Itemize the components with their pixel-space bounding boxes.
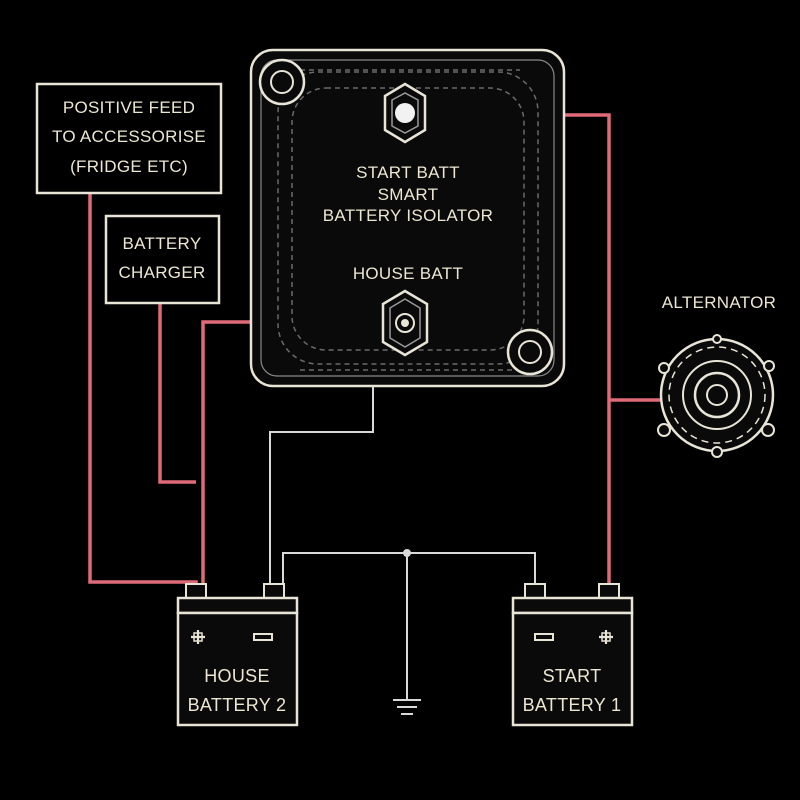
battery-charger-line-1: BATTERY bbox=[123, 234, 202, 253]
ground-bus-wire bbox=[282, 552, 536, 592]
smart-battery-isolator: START BATT SMART BATTERY ISOLATOR HOUSE … bbox=[249, 48, 566, 388]
isolator-ground-wire bbox=[269, 385, 374, 592]
house-batt-terminal-icon bbox=[381, 289, 429, 357]
battery-charger-box: BATTERY CHARGER bbox=[104, 214, 221, 305]
isolator-start-batt-label: START BATT bbox=[356, 163, 460, 182]
start-battery-minus-icon bbox=[534, 633, 554, 641]
ground-symbol-icon bbox=[393, 699, 421, 715]
house-battery-line-2: BATTERY 2 bbox=[188, 695, 287, 715]
start-battery-line-1: START bbox=[543, 666, 602, 686]
positive-feed-box: POSITIVE FEED TO ACCESSORISE (FRIDGE ETC… bbox=[35, 82, 223, 195]
alternator-icon bbox=[657, 334, 775, 458]
positive-feed-line-1: POSITIVE FEED bbox=[63, 98, 195, 117]
start-batt-terminal-icon bbox=[383, 82, 427, 144]
isolator-name-line-2: BATTERY ISOLATOR bbox=[323, 206, 493, 225]
house-battery-line-1: HOUSE bbox=[204, 666, 270, 686]
charger-wire bbox=[158, 303, 196, 484]
start-battery-icon: START BATTERY 1 bbox=[511, 583, 634, 727]
battery-charger-line-2: CHARGER bbox=[118, 263, 205, 282]
mount-hole-top-left-icon bbox=[258, 58, 306, 106]
isolator-house-batt-label: HOUSE BATT bbox=[353, 264, 463, 283]
house-battery-icon: HOUSE BATTERY 2 bbox=[176, 583, 299, 727]
mount-hole-bottom-right-icon bbox=[506, 328, 554, 376]
start-battery-line-2: BATTERY 1 bbox=[523, 695, 622, 715]
positive-feed-line-3: (FRIDGE ETC) bbox=[70, 157, 188, 176]
isolator-name-line-1: SMART bbox=[378, 185, 439, 204]
ground-junction-dot bbox=[403, 549, 411, 557]
house-battery-minus-icon bbox=[253, 633, 273, 641]
positive-feed-line-2: TO ACCESSORISE bbox=[52, 127, 206, 146]
alternator-label: ALTERNATOR bbox=[662, 293, 776, 312]
